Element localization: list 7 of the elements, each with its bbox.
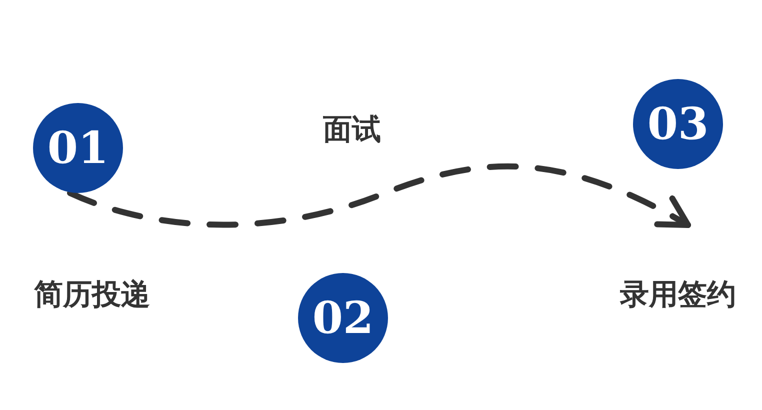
arrow xyxy=(67,163,691,228)
step-label: 录用签约 xyxy=(620,276,736,313)
step-circle: 02 xyxy=(298,273,388,363)
step-circle: 01 xyxy=(33,103,123,193)
step-label: 简历投递 xyxy=(34,276,150,313)
step-label: 面试 xyxy=(323,111,381,148)
step-circle: 03 xyxy=(633,79,723,169)
